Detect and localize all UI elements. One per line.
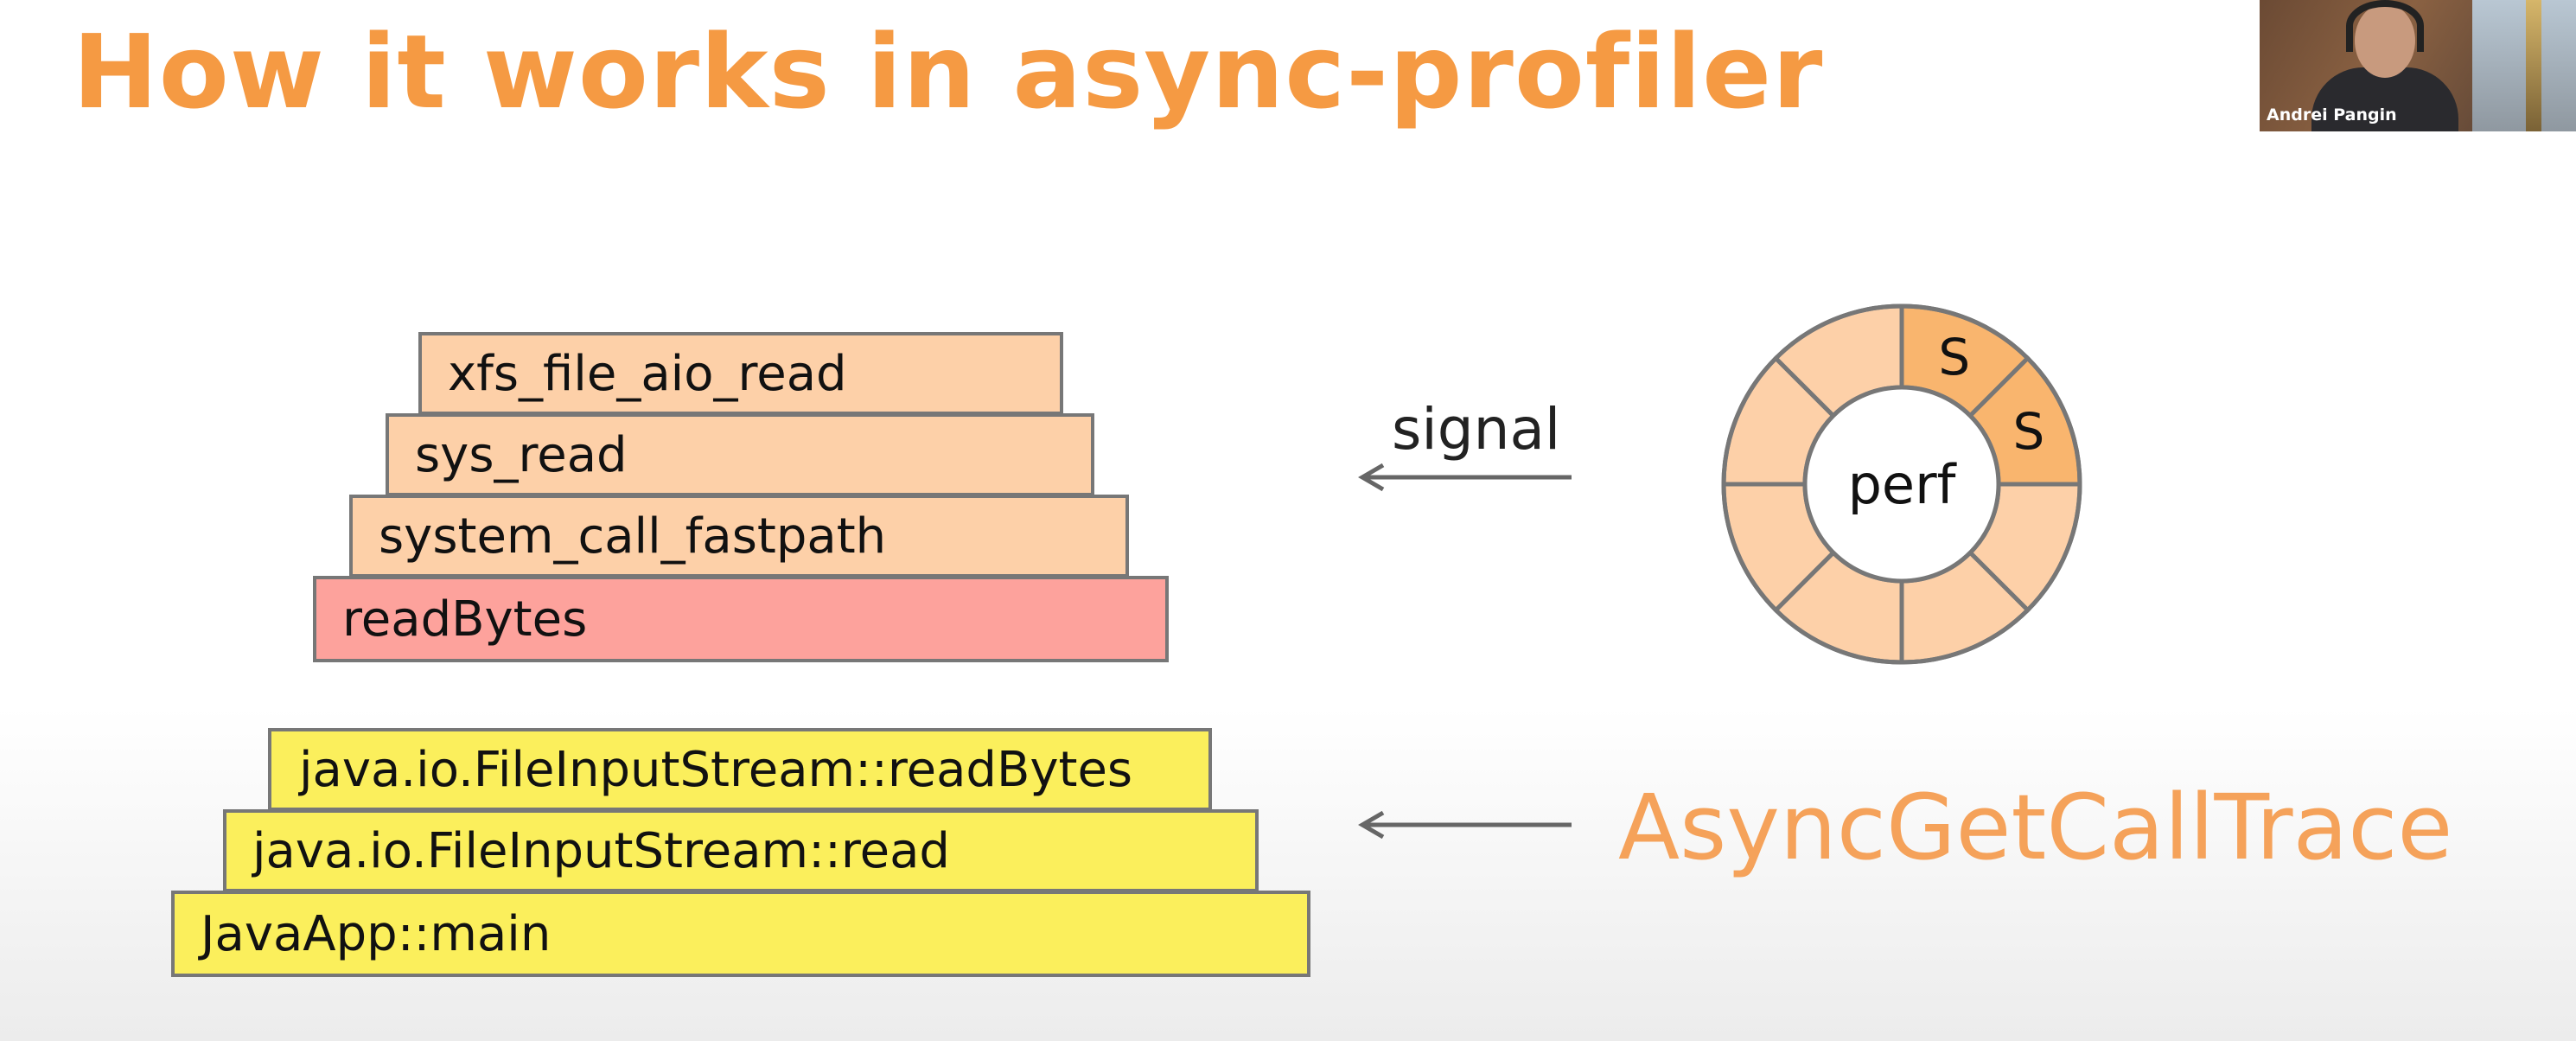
frame-label: java.io.FileInputStream::readBytes — [299, 741, 1133, 798]
native-frame-system-call-fastpath: system_call_fastpath — [349, 495, 1129, 578]
webcam-background-spire — [2526, 0, 2541, 131]
frame-label: JavaApp::main — [201, 905, 552, 962]
frame-label: java.io.FileInputStream::read — [252, 822, 950, 879]
frame-label: system_call_fastpath — [379, 508, 887, 565]
frame-label: readBytes — [342, 591, 588, 648]
native-frame-readbytes: readBytes — [313, 576, 1169, 662]
ring-segment-label: S — [1938, 328, 1970, 386]
java-frame-fileinputstream-readbytes: java.io.FileInputStream::readBytes — [268, 728, 1212, 811]
async-get-call-trace-label: AsyncGetCallTrace — [1618, 775, 2453, 880]
headset-icon — [2346, 0, 2424, 52]
java-frame-fileinputstream-read: java.io.FileInputStream::read — [223, 809, 1259, 892]
perf-label: perf — [1848, 453, 1958, 516]
native-frame-xfs-file-aio-read: xfs_file_aio_read — [418, 332, 1063, 415]
signal-arrow — [1358, 463, 1572, 492]
java-frame-javaapp-main: JavaApp::main — [171, 891, 1310, 977]
participant-name: Andrei Pangin — [2267, 105, 2397, 125]
native-frame-sys-read: sys_read — [386, 413, 1094, 496]
frame-label: sys_read — [415, 426, 628, 483]
ring-center — [1802, 385, 2001, 584]
slide-title: How it works in async-profiler — [73, 12, 1824, 131]
signal-label: signal — [1392, 396, 1561, 463]
ring-segment-label: S — [2012, 402, 2044, 461]
webcam-person-body — [2311, 67, 2458, 131]
webcam-video-tile[interactable]: Andrei Pangin — [2260, 0, 2576, 131]
ring-outline — [1721, 303, 2082, 665]
webcam-background — [2472, 0, 2576, 131]
perf-ring-buffer: perf S S — [1721, 303, 2082, 665]
agct-arrow — [1358, 810, 1572, 840]
frame-label: xfs_file_aio_read — [448, 345, 847, 402]
